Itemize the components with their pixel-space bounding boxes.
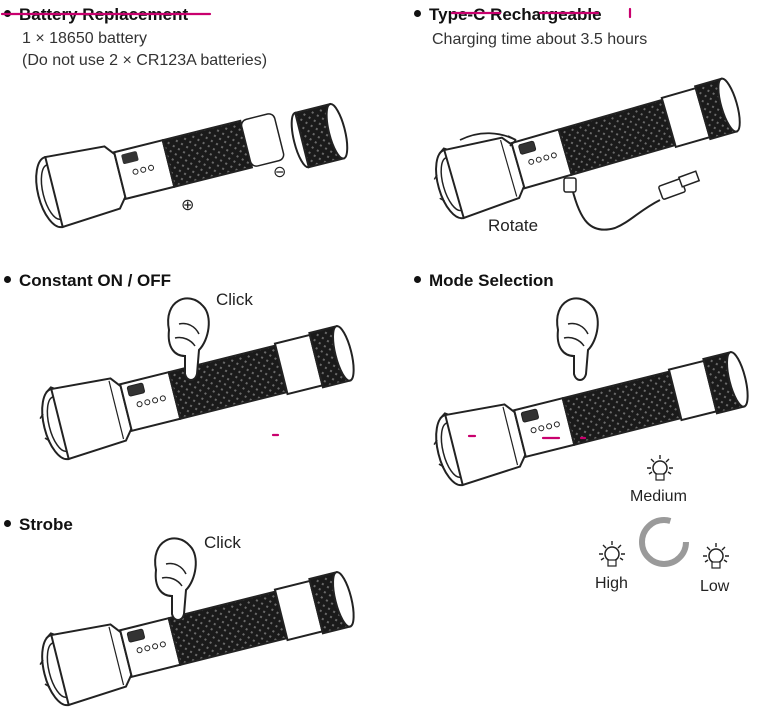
flashlight-strobe-icon [32,537,361,709]
bullet-icon [4,276,11,284]
battery-title-annotation [0,12,212,16]
strobe-section-title: Strobe [4,515,73,535]
minus-icon: ⊖ [273,164,287,181]
mode-high-label: High [595,575,628,592]
bullet-icon [414,10,421,18]
usb-cable-icon [571,187,661,231]
constant-click-label: Click [216,290,253,309]
bullet-icon [4,520,11,528]
rotate-label: Rotate [488,216,539,235]
bulb-medium-icon [646,454,674,481]
bullet-icon [414,276,421,284]
flashlight-battery-icon [35,102,349,229]
bulb-low-icon [702,542,730,569]
mode-low-label: Low [700,578,730,595]
constant-section-title: Constant ON / OFF [4,271,171,291]
typec-line-1: Charging time about 3.5 hours [432,31,648,48]
cycle-ring-icon [639,517,689,567]
battery-line-1: 1 × 18650 battery [22,30,147,47]
battery-line-2: (Do not use 2 × CR123A batteries) [22,52,268,69]
mode-annotation [467,434,587,440]
mode-section-title: Mode Selection [414,271,554,291]
mode-medium-label: Medium [630,488,687,505]
typec-section-title: Type-C Rechargeable [414,5,602,25]
strobe-click-label: Click [204,533,241,552]
flashlight-mode-icon [426,297,755,491]
hand-pointer-icon [154,537,197,621]
flashlight-charging-icon [425,66,748,231]
constant-annotation [271,433,280,437]
plus-icon: ⊕ [181,197,195,214]
hand-pointer-icon [556,297,599,381]
bulb-high-icon [598,540,626,567]
typec-title-annotation [450,7,632,19]
flashlight-constant-icon [32,297,361,465]
